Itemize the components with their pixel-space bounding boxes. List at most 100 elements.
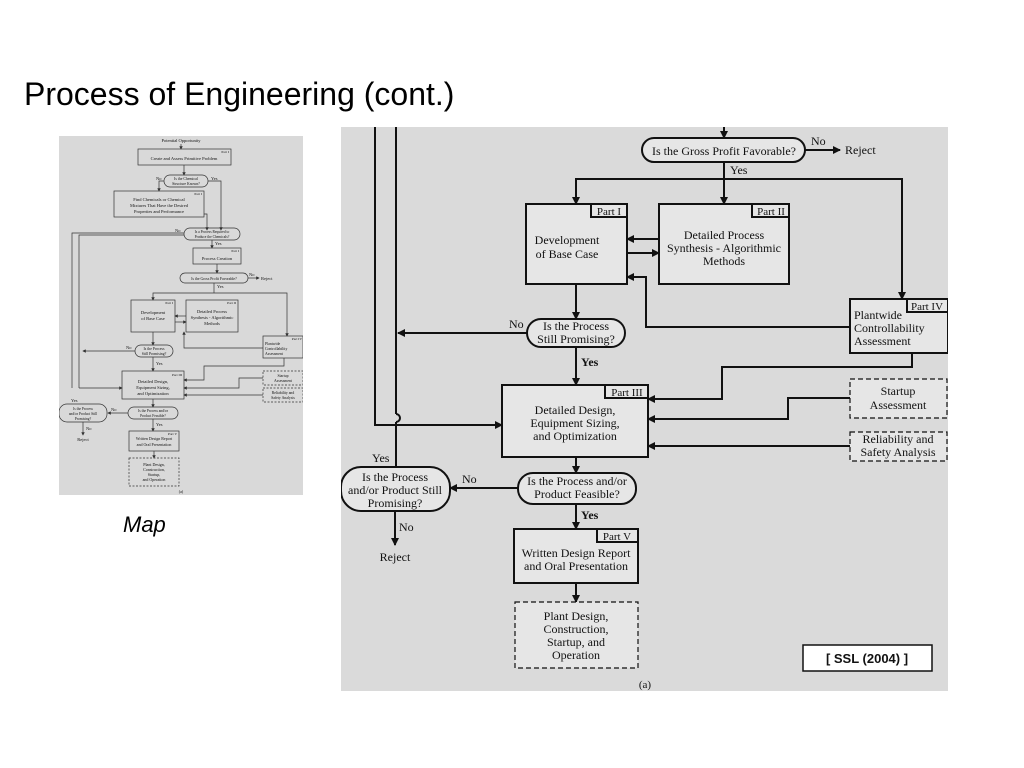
part5-tag: Part V	[603, 531, 631, 543]
citation-text: [ SSL (2004) ]	[826, 651, 908, 666]
gross-profit-yes-label: Yes	[730, 163, 748, 177]
svg-text:Yes: Yes	[211, 176, 218, 181]
svg-text:Detailed Design,: Detailed Design,	[138, 379, 168, 385]
svg-text:Yes: Yes	[71, 398, 78, 403]
svg-text:Controllability: Controllability	[265, 347, 287, 351]
gross-profit-reject-label: Reject	[845, 143, 876, 157]
feasible-yes-label: Yes	[581, 508, 599, 522]
flowchart-diagram: Is the Gross Profit Favorable? No Reject…	[341, 127, 948, 691]
svg-text:Assessment: Assessment	[274, 379, 293, 383]
svg-text:Yes: Yes	[156, 361, 163, 366]
svg-text:Plant Design,: Plant Design,	[544, 609, 609, 623]
svg-text:Assessment: Assessment	[870, 398, 927, 412]
svg-text:Part I: Part I	[165, 301, 174, 305]
svg-text:No: No	[126, 345, 132, 350]
svg-text:Find Chemicals or Chemical: Find Chemicals or Chemical	[133, 197, 185, 202]
svg-text:Plantwide: Plantwide	[265, 342, 281, 346]
svg-text:No: No	[175, 228, 181, 233]
map-box-plant	[128, 457, 180, 487]
svg-text:Yes: Yes	[215, 241, 222, 246]
svg-text:Reliability and: Reliability and	[863, 432, 934, 446]
svg-text:Detailed Process: Detailed Process	[684, 228, 765, 242]
svg-text:Operation: Operation	[552, 648, 600, 662]
svg-text:Development: Development	[535, 233, 600, 247]
map-caption: Map	[123, 512, 166, 537]
svg-text:Yes: Yes	[217, 284, 224, 289]
svg-text:Is the Process: Is the Process	[362, 470, 428, 484]
svg-text:Mixtures That Have the Desired: Mixtures That Have the Desired	[130, 203, 189, 208]
svg-text:Part III: Part III	[172, 373, 183, 377]
still-promising-no-label: No	[509, 317, 524, 331]
svg-text:Startup, and: Startup, and	[547, 635, 605, 649]
svg-text:and Optimization: and Optimization	[137, 391, 169, 396]
svg-text:Assessment: Assessment	[854, 334, 911, 348]
svg-text:Controllability: Controllability	[854, 321, 925, 335]
svg-text:Equipment Sizing,: Equipment Sizing,	[136, 385, 170, 391]
part1-tag-box	[590, 203, 628, 218]
svg-text:Properties and Performance: Properties and Performance	[134, 209, 184, 214]
svg-text:Promising?: Promising?	[368, 496, 423, 510]
plantwide-box	[849, 298, 948, 354]
svg-text:No: No	[111, 407, 117, 412]
gross-profit-no-label: No	[811, 134, 826, 148]
svg-text:Is the Process: Is the Process	[73, 407, 93, 411]
reliability-box	[849, 431, 948, 462]
svg-text:Startup: Startup	[278, 374, 289, 378]
flowchart-panel: Is the Gross Profit Favorable? No Reject…	[341, 127, 948, 691]
svg-text:No: No	[86, 426, 92, 431]
svg-text:Is the Gross Profit Favorable?: Is the Gross Profit Favorable?	[191, 277, 237, 281]
svg-text:Product Feasible?: Product Feasible?	[140, 414, 166, 418]
svg-text:Construction,: Construction,	[544, 622, 609, 636]
svg-text:Part I: Part I	[221, 150, 230, 154]
plant-design-box	[514, 601, 639, 669]
svg-text:Is the Process and/or: Is the Process and/or	[527, 474, 627, 488]
svg-text:No: No	[156, 176, 162, 181]
part5-tag-box	[596, 528, 639, 543]
svg-text:of Base Case: of Base Case	[536, 247, 599, 261]
part1-tag: Part I	[597, 206, 621, 218]
part4-tag: Part IV	[911, 301, 943, 313]
svg-text:Product Feasible?: Product Feasible?	[534, 487, 620, 501]
map-box-primitive	[137, 148, 232, 166]
part2-tag: Part II	[757, 206, 785, 218]
svg-text:Still Promising?: Still Promising?	[142, 352, 167, 356]
product-still-yes-label: Yes	[372, 451, 390, 465]
svg-text:and/or Product Still: and/or Product Still	[348, 483, 443, 497]
svg-text:and Operation: and Operation	[143, 477, 166, 482]
map-box-plantwide	[262, 335, 303, 359]
svg-text:Written Design Report: Written Design Report	[136, 436, 173, 441]
map-box-reliability	[262, 387, 303, 403]
part3-tag: Part III	[611, 387, 643, 399]
figure-label: (a)	[639, 679, 652, 691]
svg-text:Is a Process Required to: Is a Process Required to	[195, 230, 230, 234]
map-box-find-chemicals	[113, 190, 205, 218]
svg-text:and Oral Presentation: and Oral Presentation	[137, 442, 172, 447]
svg-text:Is the Process and/or: Is the Process and/or	[138, 409, 169, 413]
svg-text:Reject: Reject	[261, 276, 273, 281]
part3-tag-box	[604, 384, 649, 399]
svg-text:Reliability and: Reliability and	[272, 391, 295, 395]
svg-text:Create and Assess Primitive Pr: Create and Assess Primitive Problem	[151, 156, 218, 161]
svg-text:No: No	[249, 272, 255, 277]
map-diagram: Potential Opportunity Create and Assess …	[59, 138, 303, 494]
svg-text:Construction,: Construction,	[143, 467, 165, 473]
still-promising-yes-label: Yes	[581, 355, 599, 369]
slide-title: Process of Engineering (cont.)	[24, 76, 455, 112]
svg-text:Synthesis - Algorithmic: Synthesis - Algorithmic	[191, 315, 234, 320]
svg-text:Part V: Part V	[168, 432, 177, 436]
svg-text:Promising?: Promising?	[75, 417, 92, 421]
startup-assessment-box	[849, 378, 948, 419]
svg-text:Safety Analysis: Safety Analysis	[861, 445, 936, 459]
gross-profit-question: Is the Gross Profit Favorable?	[652, 144, 796, 158]
svg-text:and Optimization: and Optimization	[533, 429, 617, 443]
svg-text:Part I: Part I	[194, 192, 203, 196]
map-top-label: Potential Opportunity	[161, 138, 201, 143]
svg-text:Development: Development	[141, 310, 166, 315]
svg-text:of Base Case: of Base Case	[141, 316, 165, 321]
product-still-no-label: No	[399, 520, 414, 534]
svg-text:Assessment: Assessment	[265, 352, 284, 356]
svg-text:Synthesis - Algorithmic: Synthesis - Algorithmic	[667, 241, 781, 255]
svg-text:Yes: Yes	[156, 422, 163, 427]
svg-text:Produce the Chemicals?: Produce the Chemicals?	[195, 235, 230, 239]
svg-text:Methods: Methods	[703, 254, 745, 268]
